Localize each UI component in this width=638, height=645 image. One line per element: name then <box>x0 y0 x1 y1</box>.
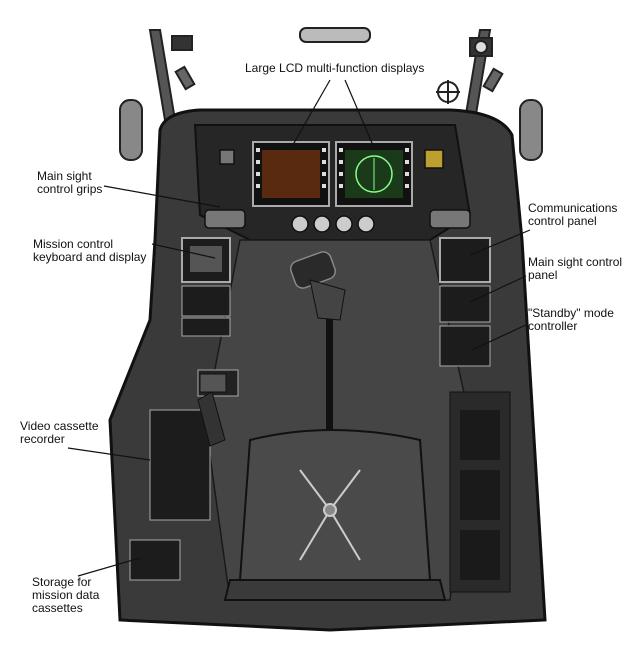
standby-gauges <box>219 149 444 233</box>
side-mirrors <box>119 99 543 161</box>
overhead-instruments <box>171 35 504 104</box>
control-stick <box>289 251 346 430</box>
sight-grips <box>204 209 471 229</box>
label-sight-control-panel: Main sight control panel <box>528 255 623 282</box>
left-mfd <box>252 141 330 207</box>
collective-lever <box>197 373 227 447</box>
label-video-recorder: Video cassette recorder <box>20 419 99 446</box>
leader-lines <box>67 79 531 577</box>
label-storage-cassettes: Storage for mission data cassettes <box>32 575 100 615</box>
right-mfd <box>335 141 413 207</box>
label-lcd-displays: Large LCD multi-function displays <box>245 61 425 75</box>
label-comms-panel: Communications control panel <box>528 201 618 228</box>
pilot-seat <box>223 429 447 601</box>
label-main-sight-grips: Main sight control grips <box>37 169 103 196</box>
label-standby-controller: "Standby" mode controller <box>528 306 614 333</box>
label-mission-keyboard: Mission control keyboard and display <box>33 237 147 264</box>
right-console <box>439 237 511 593</box>
